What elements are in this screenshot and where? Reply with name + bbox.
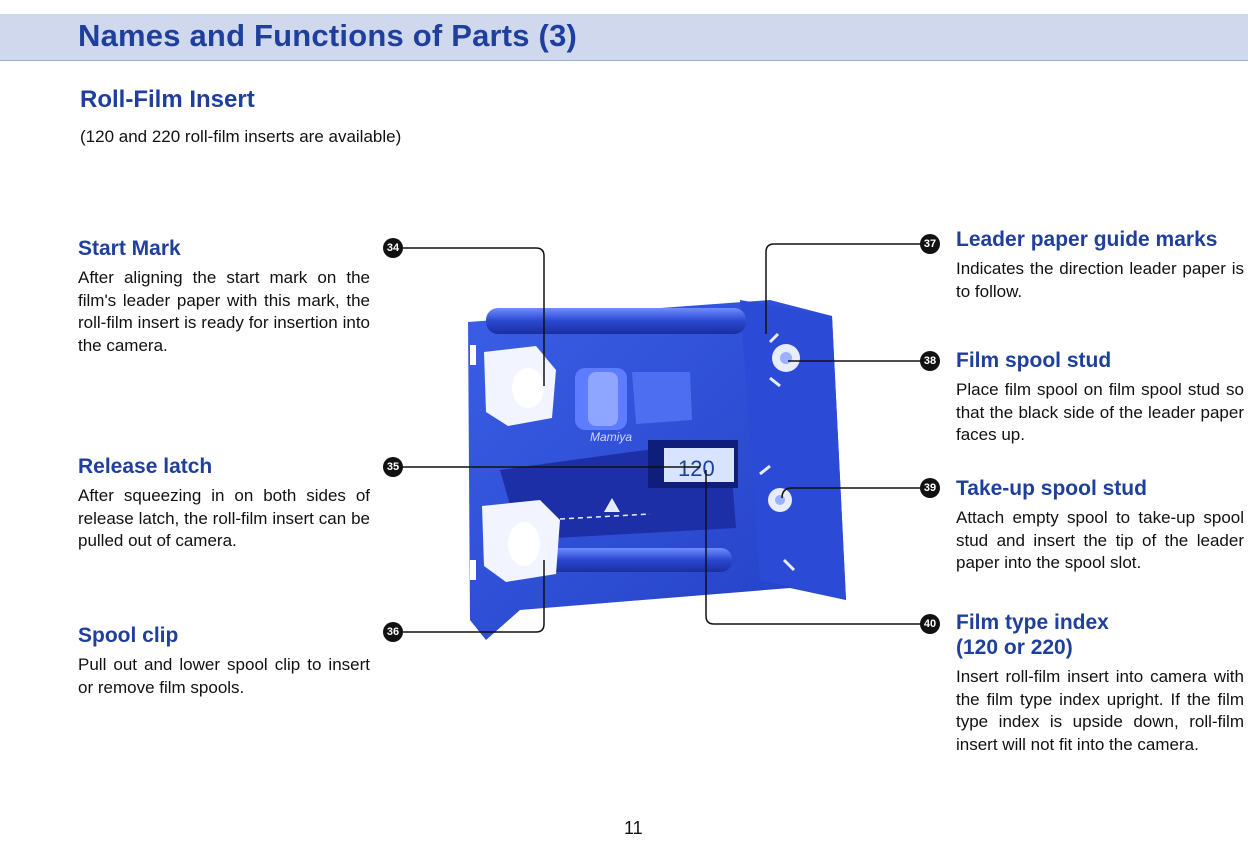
part-number-badge: 40 xyxy=(920,614,940,634)
part-title: Leader paper guide marks xyxy=(956,228,1218,251)
part-release-latch: Release latch After squeezing in on both… xyxy=(78,454,370,553)
part-number-badge: 39 xyxy=(920,478,940,498)
header-band xyxy=(0,14,1248,61)
part-start-mark: Start Mark After aligning the start mark… xyxy=(78,236,370,357)
part-title: Take-up spool stud xyxy=(956,477,1147,500)
part-description: After aligning the start mark on the fil… xyxy=(78,268,370,355)
part-take-up-spool-stud: Take-up spool stud Attach empty spool to… xyxy=(956,476,1244,575)
section-subtitle: (120 and 220 roll-film inserts are avail… xyxy=(80,127,402,146)
part-title: Spool clip xyxy=(78,624,179,647)
part-title: Film spool stud xyxy=(956,349,1112,372)
part-title: Release latch xyxy=(78,455,213,478)
part-number-badge: 38 xyxy=(920,351,940,371)
part-film-type-index: Film type index (120 or 220) Insert roll… xyxy=(956,610,1244,756)
part-number-badge: 37 xyxy=(920,234,940,254)
brand-text: Mamiya xyxy=(590,430,632,444)
part-spool-clip: Spool clip Pull out and lower spool clip… xyxy=(78,623,370,699)
part-leader-paper-guide-marks: Leader paper guide marks Indicates the d… xyxy=(956,227,1244,303)
part-description: After squeezing in on both sides of rele… xyxy=(78,486,370,550)
section-title: Roll-Film Insert xyxy=(80,86,255,113)
part-title: Film type index (120 or 220) xyxy=(956,611,1109,659)
part-description: Pull out and lower spool clip to insert … xyxy=(78,655,370,697)
part-description: Insert roll-film insert into camera with… xyxy=(956,667,1244,754)
part-description: Indicates the direction leader paper is … xyxy=(956,259,1244,301)
part-number-badge: 34 xyxy=(383,238,403,258)
part-number-badge: 35 xyxy=(383,457,403,477)
part-description: Place film spool on film spool stud so t… xyxy=(956,380,1244,444)
leader-lines xyxy=(402,243,922,633)
page-title: Names and Functions of Parts (3) xyxy=(78,18,578,53)
page-number: 11 xyxy=(624,818,643,838)
part-number-badge: 36 xyxy=(383,622,403,642)
part-film-spool-stud: Film spool stud Place film spool on film… xyxy=(956,348,1244,447)
film-type-index-label: 120 xyxy=(678,456,715,481)
part-title: Start Mark xyxy=(78,237,181,260)
part-description: Attach empty spool to take-up spool stud… xyxy=(956,508,1244,572)
insert-body: Mamiya 120 xyxy=(468,300,846,640)
